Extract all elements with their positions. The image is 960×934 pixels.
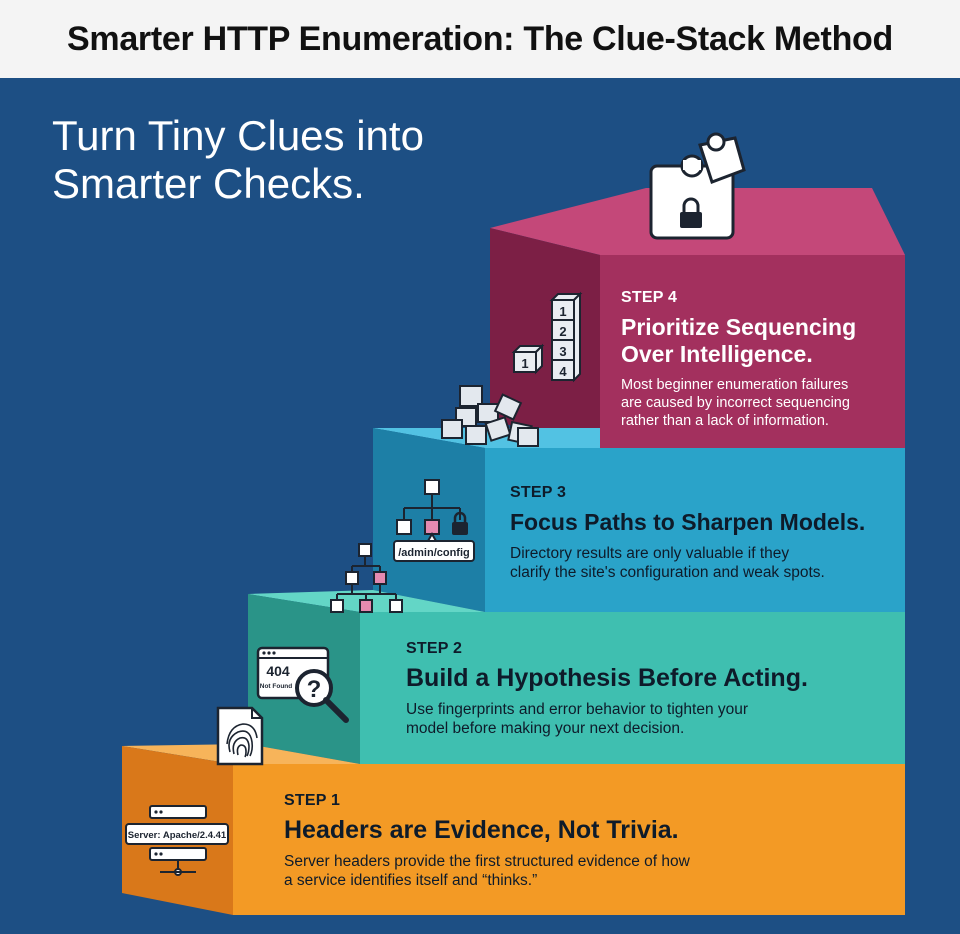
step-2-body-line-2: model before making your next decision. xyxy=(406,720,685,737)
step-2-heading: Build a Hypothesis Before Acting. xyxy=(406,664,808,692)
block-number-3: 3 xyxy=(559,344,566,359)
step-3-body-line-2: clarify the site's configuration and wea… xyxy=(510,564,825,581)
tagline: Turn Tiny Clues into Smarter Checks. xyxy=(52,112,424,208)
directory-tree-icon xyxy=(393,479,475,562)
step-1-body-line-2: a service identifies itself and “thinks.… xyxy=(284,872,538,889)
fingerprint-icon xyxy=(216,706,264,766)
server-icon xyxy=(125,805,229,876)
block-number-1: 1 xyxy=(559,304,566,319)
step-1-front xyxy=(233,764,905,915)
puzzle-lock-icon xyxy=(649,132,746,240)
step-1-body: Server headers provide the first structu… xyxy=(284,852,884,890)
step-2-top xyxy=(248,590,905,612)
step-4-front xyxy=(600,255,905,448)
title-bar: Smarter HTTP Enumeration: The Clue-Stack… xyxy=(0,0,960,78)
tagline-line-1: Turn Tiny Clues into xyxy=(52,112,424,159)
step-3-heading: Focus Paths to Sharpen Models. xyxy=(510,509,866,535)
step-4-body: Most beginner enumeration failures are c… xyxy=(621,376,901,430)
step-3-front xyxy=(485,448,905,612)
step-4-text: STEP 4 Prioritize Sequencing Over Intell… xyxy=(621,289,901,430)
block-number-4: 4 xyxy=(559,364,567,379)
tagline-line-2: Smarter Checks. xyxy=(52,160,365,207)
numbered-blocks-labels: 1 2 3 4 1 xyxy=(521,304,567,379)
step-2-body: Use fingerprints and error behavior to t… xyxy=(406,700,896,738)
step-3-body-line-1: Directory results are only valuable if t… xyxy=(510,545,790,562)
scattered-cubes-icon xyxy=(441,385,539,447)
step-2-block xyxy=(248,590,905,764)
step-4-block xyxy=(490,188,905,448)
path-label: /admin/config xyxy=(398,547,470,559)
step-1-top xyxy=(122,744,905,764)
step-4-side xyxy=(490,228,600,448)
step-3-label: STEP 3 xyxy=(510,484,567,501)
server-label: Server: Apache/2.4.41 xyxy=(128,830,227,841)
step-1-heading: Headers are Evidence, Not Trivia. xyxy=(284,816,679,844)
step-4-label: STEP 4 xyxy=(621,289,678,306)
small-tree-icon xyxy=(330,543,403,613)
step-1-body-line-1: Server headers provide the first structu… xyxy=(284,853,690,870)
block-number-2: 2 xyxy=(559,324,566,339)
error-code: 404 xyxy=(266,663,290,679)
step-4-body-line-2: are caused by incorrect sequencing xyxy=(621,395,850,411)
step-4-body-line-1: Most beginner enumeration failures xyxy=(621,377,849,393)
block-number-single: 1 xyxy=(521,356,528,371)
step-4-body-line-3: rather than a lack of information. xyxy=(621,413,829,429)
step-4-heading-line-1: Prioritize Sequencing xyxy=(621,314,857,340)
lock-icon xyxy=(452,511,468,535)
step-1-label: STEP 1 xyxy=(284,792,341,809)
step-3-text: STEP 3 Focus Paths to Sharpen Models. Di… xyxy=(510,484,900,582)
step-1-text: STEP 1 Headers are Evidence, Not Trivia.… xyxy=(284,792,884,890)
step-2-front xyxy=(360,612,905,764)
step-2-body-line-1: Use fingerprints and error behavior to t… xyxy=(406,701,749,718)
svg-text:?: ? xyxy=(307,676,322,703)
magnifier-question-icon: ? xyxy=(295,669,349,723)
step-4-heading-line-2: Over Intelligence. xyxy=(621,341,813,367)
error-text: Not Found xyxy=(260,683,293,690)
step-2-label: STEP 2 xyxy=(406,640,463,657)
step-2-text: STEP 2 Build a Hypothesis Before Acting.… xyxy=(406,640,896,738)
page-title: Smarter HTTP Enumeration: The Clue-Stack… xyxy=(67,19,893,58)
numbered-blocks-icon xyxy=(511,291,583,383)
step-3-body: Directory results are only valuable if t… xyxy=(510,544,900,582)
step-3-block xyxy=(373,428,905,612)
step-4-heading: Prioritize Sequencing Over Intelligence. xyxy=(621,314,901,368)
